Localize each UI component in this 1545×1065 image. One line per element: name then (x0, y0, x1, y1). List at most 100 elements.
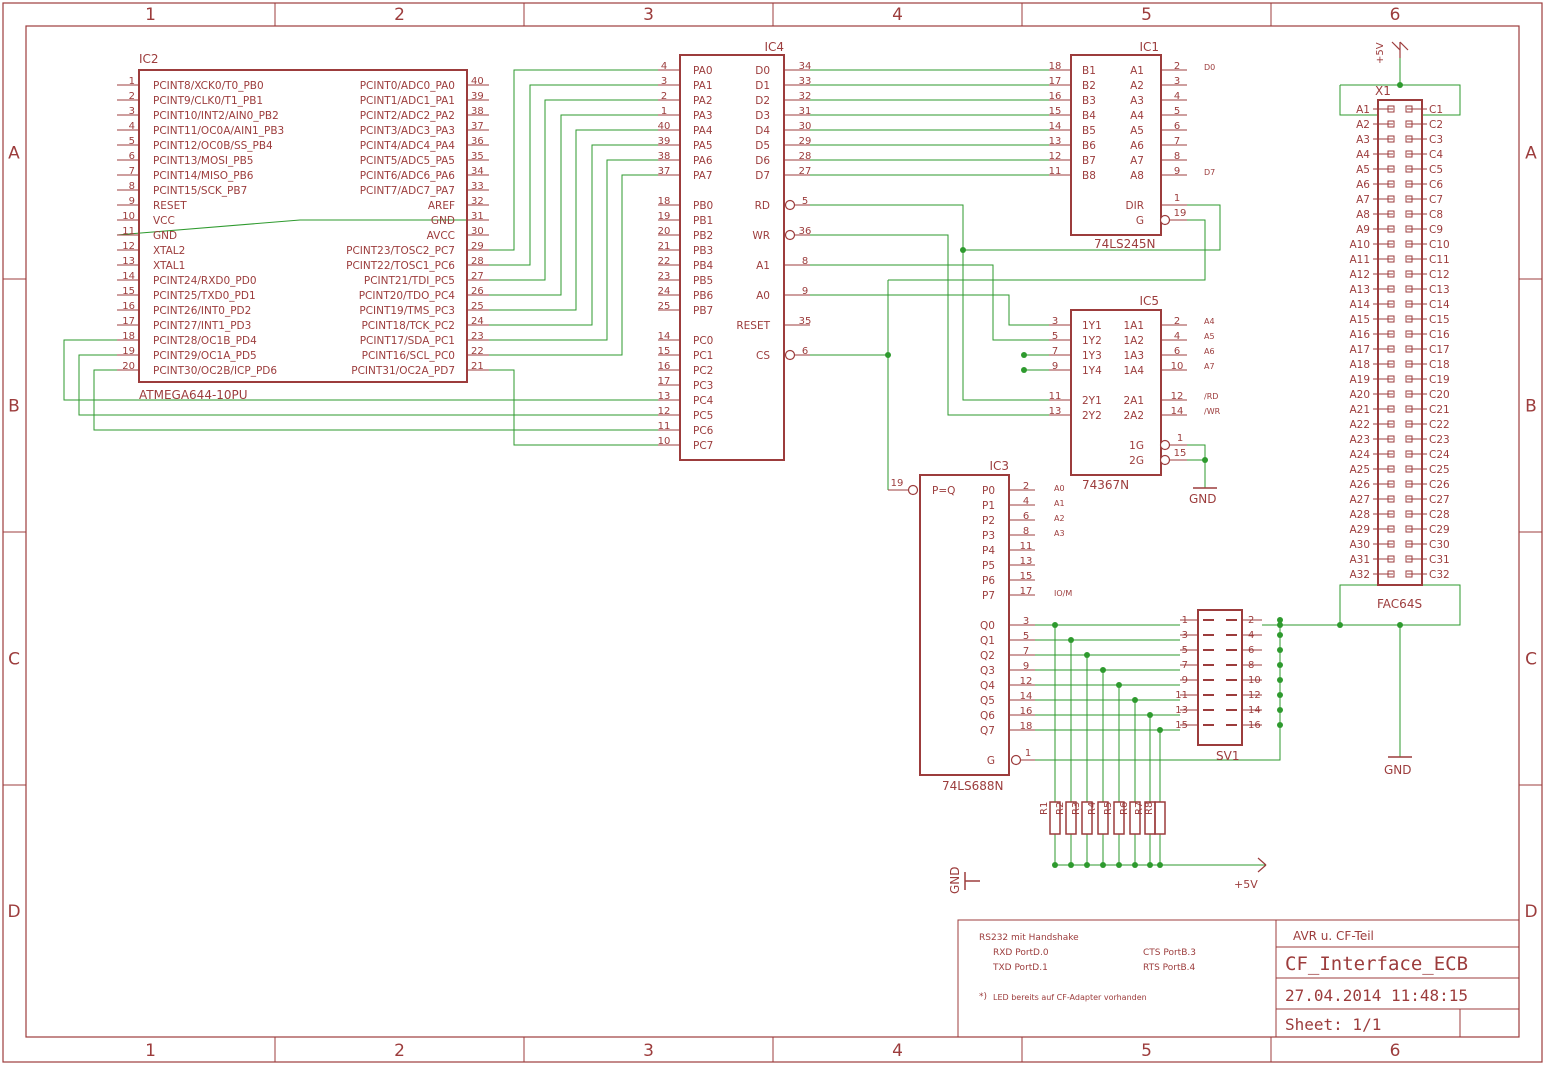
pin-label: PCINT7/ADC7_PA7 (360, 185, 455, 197)
contact (1387, 405, 1395, 413)
title-date: 27.04.2014 11:48:15 (1285, 986, 1468, 1005)
resistor-name: R7 (1134, 802, 1145, 815)
pin-label: 1A4 (1123, 365, 1144, 377)
ic2-body (138, 69, 468, 383)
pin-number: 27 (471, 271, 484, 282)
pin-number: 37 (471, 121, 484, 132)
resistor-name: R8 (1144, 802, 1155, 815)
pin-label: PA5 (693, 140, 713, 152)
pin-number: 13 (658, 391, 671, 402)
pin-number: 8 (1174, 151, 1180, 162)
pin-label: D4 (755, 125, 770, 137)
net-wire (1035, 625, 1281, 761)
row-label: B (1525, 397, 1537, 417)
pin-number: 3 (1182, 630, 1188, 641)
pin-label: PCINT20/TDO_PC4 (359, 290, 456, 302)
note-cts: CTS PortB.3 (1143, 948, 1196, 958)
pin-number: 20 (658, 226, 671, 237)
supply-label: +5V (1375, 42, 1386, 64)
net-label: A3 (1054, 529, 1065, 538)
pin-number: 10 (658, 436, 671, 447)
supply-arrow (1391, 41, 1401, 51)
pin-number: 1 (1174, 193, 1180, 204)
pin-number: 18 (1049, 61, 1062, 72)
pin-label: PB1 (693, 215, 713, 227)
pin-number: 13 (1175, 705, 1188, 716)
net-label: A5 (1204, 332, 1215, 341)
pin-label: C14 (1429, 299, 1450, 311)
pin-label: PCINT13/MOSI_PB5 (153, 155, 253, 167)
pin-label: PC7 (693, 440, 713, 452)
pin-label: B2 (1082, 80, 1096, 92)
pin-number: 4 (1174, 331, 1180, 342)
pin-label: C18 (1429, 359, 1450, 371)
net-wire (810, 294, 1049, 326)
pin-label: PCINT22/TOSC1_PC6 (346, 260, 455, 272)
pin-number: 22 (658, 256, 671, 267)
pin-label: PA0 (693, 65, 713, 77)
contact (1387, 195, 1395, 203)
pin-label: PC3 (693, 380, 713, 392)
pin-label: PCINT25/TXD0_PD1 (153, 290, 256, 302)
pin-label: P0 (982, 485, 995, 497)
pin-number: 19 (658, 211, 671, 222)
pin-number: 40 (471, 76, 484, 87)
pin-label: B4 (1082, 110, 1096, 122)
pin-number: 16 (122, 301, 135, 312)
pin-number: 10 (122, 211, 135, 222)
pin-label: A16 (1349, 329, 1370, 341)
sv1-body (1197, 609, 1243, 746)
pin-label: C21 (1429, 404, 1450, 416)
note-rts: RTS PortB.4 (1143, 963, 1196, 973)
pin-number: 14 (1171, 406, 1184, 417)
note-led: LED bereits auf CF-Adapter vorhanden (993, 993, 1147, 1002)
net-wire (489, 174, 658, 356)
pin-label: PCINT16/SCL_PC0 (362, 350, 455, 362)
pin-label: C25 (1429, 464, 1450, 476)
pin-number: 16 (1248, 720, 1261, 731)
inverter-bubble (1010, 754, 1022, 766)
pin-number: 14 (1020, 691, 1033, 702)
pin-label: GND (431, 215, 455, 227)
pin-number: 12 (1020, 676, 1033, 687)
pin-label: P3 (982, 530, 995, 542)
pin-label: C15 (1429, 314, 1450, 326)
pin-number: 6 (802, 346, 808, 357)
pin-number: 35 (799, 316, 812, 327)
nets (63, 58, 1461, 868)
pin-label: A28 (1349, 509, 1370, 521)
pin-label: A7 (1356, 194, 1370, 206)
pin-number: 5 (1023, 631, 1029, 642)
contact (1405, 405, 1413, 413)
pin-label: PB7 (693, 305, 713, 317)
pin-number: 8 (802, 256, 808, 267)
pin-number: 5 (129, 136, 135, 147)
pin-number: 4 (1023, 496, 1029, 507)
pin-label: B8 (1082, 170, 1096, 182)
pin-number: 1 (1177, 433, 1183, 444)
pin-label: WR (752, 230, 770, 242)
pin-label: C3 (1429, 134, 1443, 146)
contact (1387, 210, 1395, 218)
pin-number: 38 (471, 106, 484, 117)
contact (1405, 165, 1413, 173)
pin-number: 18 (658, 196, 671, 207)
inverter-bubble (1159, 214, 1171, 226)
pin-number: 5 (802, 196, 808, 207)
pin-number: 25 (658, 301, 671, 312)
pin-label: A24 (1349, 449, 1370, 461)
pin-label: Q6 (980, 710, 995, 722)
contact (1387, 150, 1395, 158)
pin-number: 25 (471, 301, 484, 312)
pin-number: 12 (1248, 690, 1261, 701)
pin-label: PCINT23/TOSC2_PC7 (346, 245, 455, 257)
contact (1387, 555, 1395, 563)
pin-label: Q7 (980, 725, 995, 737)
pin-number: 7 (1052, 346, 1058, 357)
contact (1387, 540, 1395, 548)
pin-label: PCINT30/OC2B/ICP_PD6 (153, 365, 277, 377)
pin-number: 15 (658, 346, 671, 357)
pin-label: PC5 (693, 410, 713, 422)
net-wire (1187, 444, 1206, 488)
